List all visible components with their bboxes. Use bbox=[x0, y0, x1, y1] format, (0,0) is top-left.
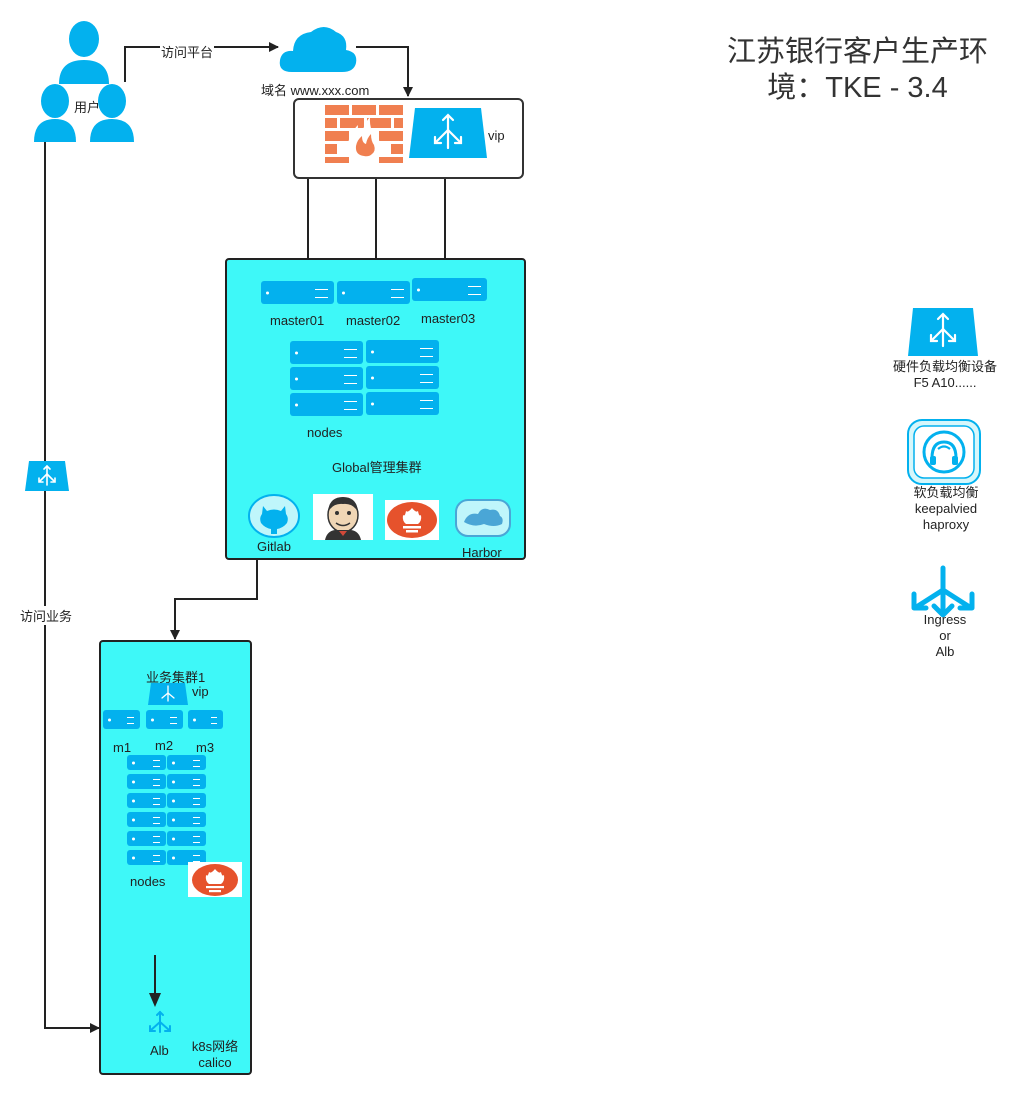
network-label-line-2: calico bbox=[198, 1055, 232, 1070]
legend-software-line-1: 软负载均衡 bbox=[913, 485, 979, 500]
edge-label-visit-platform: 访问平台 bbox=[160, 42, 215, 61]
node-server-icon bbox=[167, 831, 206, 846]
node-server-icon bbox=[366, 340, 439, 363]
global-nodes-label: nodes bbox=[307, 425, 343, 440]
m2-server-icon bbox=[146, 710, 183, 729]
gitlab-octocat-icon bbox=[248, 494, 300, 538]
global-cluster-name: Global管理集群 bbox=[332, 460, 422, 475]
network-label: k8s网络 calico bbox=[190, 1039, 240, 1071]
legend-ingress-label: Ingress or Alb bbox=[905, 612, 985, 660]
business-cluster-name: 业务集群1 bbox=[146, 670, 206, 685]
gitlab-label: Gitlab bbox=[257, 539, 291, 554]
legend-software-line-3: haproxy bbox=[922, 517, 970, 532]
legend-hardware-line-1: 硬件负载均衡设备 bbox=[892, 359, 997, 374]
legend-software-lb-icon bbox=[907, 419, 981, 485]
jenkins-icon bbox=[313, 494, 373, 540]
legend-hardware-label: 硬件负载均衡设备 F5 A10...... bbox=[880, 359, 1010, 391]
node-server-icon bbox=[167, 793, 206, 808]
legend-ingress-line-2: or bbox=[939, 628, 951, 643]
master03-label: master03 bbox=[421, 311, 476, 326]
node-server-icon bbox=[366, 392, 439, 415]
node-server-icon bbox=[290, 393, 363, 416]
alb-label: Alb bbox=[150, 1043, 169, 1058]
node-server-icon bbox=[290, 367, 363, 390]
alb-icon bbox=[149, 1010, 171, 1033]
node-server-icon bbox=[127, 755, 166, 770]
node-server-icon bbox=[127, 793, 166, 808]
edge-label-visit-business: 访问业务 bbox=[20, 606, 73, 625]
harbor-icon bbox=[455, 499, 511, 537]
users-icon bbox=[34, 21, 134, 142]
node-server-icon bbox=[167, 850, 206, 865]
m1-server-icon bbox=[103, 710, 140, 729]
left-lb-icon bbox=[25, 461, 69, 491]
title-line-2: 境：TKE - 3.4 bbox=[767, 72, 948, 104]
legend-software-line-2: keepalvied bbox=[914, 501, 978, 516]
node-server-icon bbox=[127, 774, 166, 789]
network-label-line-1: k8s网络 bbox=[191, 1039, 239, 1054]
business-vip-label: vip bbox=[192, 684, 209, 699]
lb-vip-label: vip bbox=[488, 128, 505, 143]
master01-label: master01 bbox=[270, 313, 325, 328]
node-server-icon bbox=[167, 812, 206, 827]
legend-software-label: 软负载均衡 keepalvied haproxy bbox=[896, 485, 996, 533]
master02-label: master02 bbox=[346, 313, 401, 328]
legend-hardware-lb-icon bbox=[908, 308, 978, 356]
harbor-label: Harbor bbox=[462, 545, 502, 560]
firewall-icon bbox=[325, 105, 403, 163]
m3-server-icon bbox=[188, 710, 223, 729]
business-nodes-label: nodes bbox=[130, 874, 166, 889]
master02-server-icon bbox=[337, 281, 410, 304]
node-server-icon bbox=[127, 831, 166, 846]
legend-ingress-icon bbox=[911, 565, 975, 618]
master01-server-icon bbox=[261, 281, 334, 304]
edge-global-to-business bbox=[170, 558, 258, 640]
domain-label: 域名 www.xxx.com bbox=[261, 83, 370, 98]
node-server-icon bbox=[366, 366, 439, 389]
m2-label: m2 bbox=[155, 738, 174, 753]
node-server-icon bbox=[127, 812, 166, 827]
title-line-1: 江苏银行客户生产环 bbox=[726, 36, 988, 68]
diagram-title: 江苏银行客户生产环 境：TKE - 3.4 bbox=[700, 34, 1015, 106]
users-label: 用户 bbox=[74, 100, 101, 115]
alb-inbound-arrow bbox=[149, 955, 161, 1007]
m3-label: m3 bbox=[196, 740, 215, 755]
edge-users-to-cloud bbox=[124, 42, 279, 82]
master03-server-icon bbox=[412, 278, 487, 301]
legend-hardware-line-2: F5 A10...... bbox=[913, 375, 977, 390]
business-vip-icon bbox=[148, 683, 188, 705]
node-server-icon bbox=[290, 341, 363, 364]
m1-label: m1 bbox=[113, 740, 132, 755]
node-server-icon bbox=[167, 774, 206, 789]
node-server-icon bbox=[127, 850, 166, 865]
legend-ingress-line-3: Alb bbox=[935, 644, 955, 659]
vip-lb-icon bbox=[409, 108, 487, 158]
cloud-icon bbox=[279, 27, 357, 72]
business-prometheus-icon bbox=[188, 862, 242, 897]
edge-cloud-to-lb bbox=[356, 46, 413, 97]
edge-users-to-business bbox=[44, 140, 100, 1033]
legend-ingress-line-1: Ingress bbox=[923, 612, 967, 627]
node-server-icon bbox=[167, 755, 206, 770]
prometheus-icon bbox=[385, 500, 439, 540]
